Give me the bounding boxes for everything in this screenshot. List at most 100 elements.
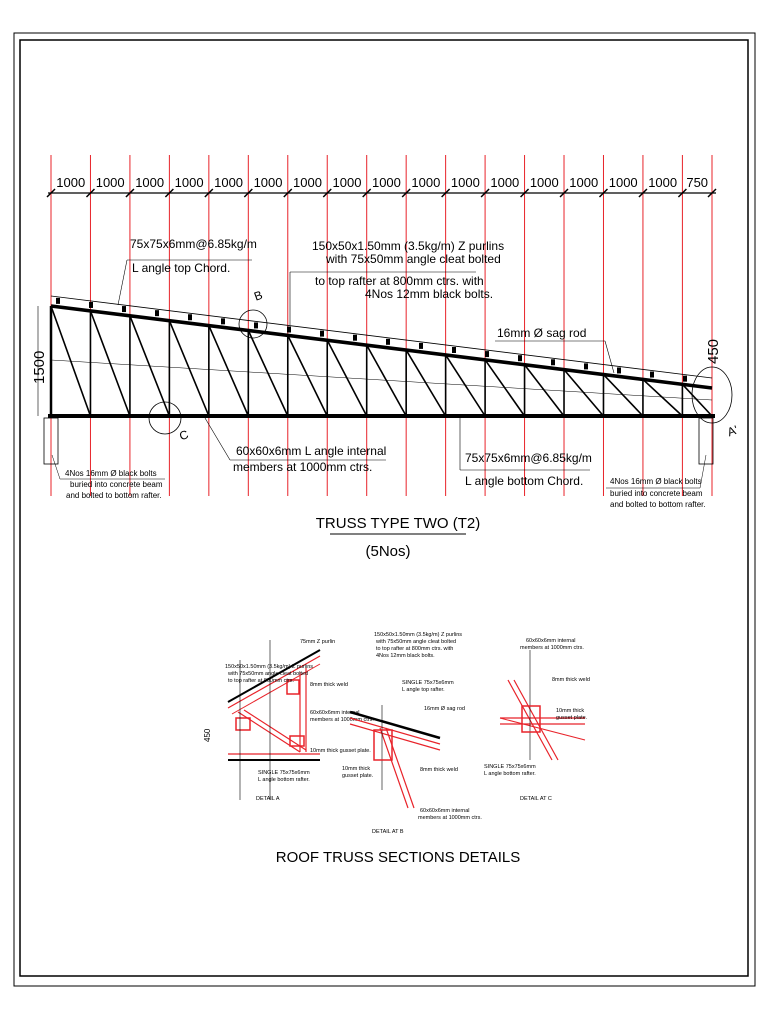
svg-text:10mm thick: 10mm thick (342, 766, 370, 772)
diagonal-member (208, 325, 250, 417)
purlin-line (50, 295, 713, 379)
purlin (518, 355, 522, 362)
dim-tick (441, 188, 451, 198)
diagonal-member (168, 320, 210, 417)
purlin (353, 334, 357, 341)
purlins (56, 297, 687, 382)
purlin (419, 342, 423, 349)
dim-tick (46, 188, 56, 198)
svg-text:L angle bottom rafter.: L angle bottom rafter. (258, 777, 310, 783)
svg-text:SINGLE 75x75x6mm: SINGLE 75x75x6mm (402, 680, 454, 686)
svg-text:L angle top rafter.: L angle top rafter. (402, 687, 445, 693)
dim-tick (559, 188, 569, 198)
sections-title: ROOF TRUSS SECTIONS DETAILS (276, 849, 520, 866)
dim-tick (707, 188, 717, 198)
purlin (89, 301, 93, 308)
svg-text:60x60x6mm internal: 60x60x6mm internal (310, 710, 360, 716)
purlin (617, 367, 621, 374)
svg-text:L angle bottom rafter.: L angle bottom rafter. (484, 771, 536, 777)
purlin (287, 326, 291, 333)
dim-tick (204, 188, 214, 198)
diagonal-member (602, 373, 644, 417)
dim-label: 1000 (609, 175, 638, 190)
dim-label: 1000 (648, 175, 677, 190)
purlins-note-1: 150x50x1.50mm (3.5kg/m) Z purlins (312, 239, 504, 253)
dim-label: 1000 (214, 175, 243, 190)
svg-text:SINGLE 75x75x6mm: SINGLE 75x75x6mm (258, 770, 310, 776)
diagonal-member (247, 330, 289, 417)
purlin (551, 359, 555, 366)
inner-frame (19, 39, 749, 977)
detail-c: 60x60x6mm internal members at 1000mm ctr… (484, 638, 590, 802)
bottom-chord-note-2: L angle bottom Chord. (465, 474, 583, 488)
bolts-right-3: and bolted to bottom rafter. (610, 500, 706, 509)
truss-title: TRUSS TYPE TWO (T2) (316, 515, 480, 532)
internal-note-1: 60x60x6mm L angle internal (236, 444, 386, 458)
detail-c-label: DETAIL AT C (520, 796, 552, 802)
detail-a-height: 450 (203, 728, 212, 742)
purlin (188, 314, 192, 321)
svg-text:gusset plate.: gusset plate. (556, 715, 588, 721)
dim-tick (85, 188, 95, 198)
dim-label: 1000 (96, 175, 125, 190)
dim-tick (677, 188, 687, 198)
svg-text:8mm thick weld: 8mm thick weld (420, 767, 458, 773)
svg-text:60x60x6mm internal: 60x60x6mm internal (420, 808, 470, 814)
svg-text:75mm Z purlin: 75mm Z purlin (300, 639, 335, 645)
purlin (683, 375, 687, 382)
purlin (221, 318, 225, 325)
purlin (650, 371, 654, 378)
right-height-label: 450 (705, 339, 722, 364)
purlin (155, 310, 159, 317)
dim-label: 1000 (451, 175, 480, 190)
bolts-left-2: buried into concrete beam (70, 480, 163, 489)
dim-label: 1000 (56, 175, 85, 190)
dim-label: 1000 (175, 175, 204, 190)
detail-a-circle (691, 366, 733, 424)
purlin (56, 297, 60, 304)
purlin (320, 330, 324, 337)
marker-b: B (252, 288, 264, 304)
dim-tick (362, 188, 372, 198)
detail-b-label: DETAIL AT B (372, 829, 404, 835)
dim-label: 1000 (530, 175, 559, 190)
diagonal-member (129, 315, 171, 417)
dim-tick (638, 188, 648, 198)
dim-tick (125, 188, 135, 198)
diagonal-member (287, 335, 328, 417)
marker-c: C (177, 427, 190, 443)
top-chord-note-1: 75x75x6mm@6.85kg/m (130, 237, 257, 251)
svg-text:to top rafter at 800mm ctrs.: to top rafter at 800mm ctrs. (228, 678, 294, 684)
svg-text:4Nos 12mm black bolts.: 4Nos 12mm black bolts. (376, 653, 435, 659)
purlins-note-3: to top rafter at 800mm ctrs. with (315, 274, 484, 288)
sag-rod-note: 16mm Ø sag rod (497, 326, 586, 340)
dim-tick (164, 188, 174, 198)
svg-text:8mm thick weld: 8mm thick weld (552, 677, 590, 683)
dim-label: 1000 (333, 175, 362, 190)
top-chord (50, 304, 713, 390)
detail-a: 450 75mm Z purlin 150x50x1.50mm (3.5kg/m… (203, 639, 374, 802)
truss-subtitle: (5Nos) (365, 543, 410, 560)
left-support (43, 417, 59, 465)
dim-label: 750 (686, 175, 708, 190)
detail-b: 150x50x1.50mm (3.5kg/m) Z purlins with 7… (342, 632, 482, 835)
svg-text:150x50x1.50mm (3.5kg/m) Z purl: 150x50x1.50mm (3.5kg/m) Z purlins (374, 632, 462, 638)
bolts-left-3: and bolted to bottom rafter. (66, 491, 162, 500)
svg-text:60x60x6mm internal: 60x60x6mm internal (526, 638, 576, 644)
diagonal-member (563, 369, 605, 417)
diagonal-member (405, 349, 447, 417)
marker-a: A' (725, 423, 739, 440)
svg-text:members at 1000mm ctrs.: members at 1000mm ctrs. (418, 815, 482, 821)
dim-tick (243, 188, 253, 198)
dim-tick (322, 188, 332, 198)
dim-tick (480, 188, 490, 198)
sag-rod-line (50, 359, 713, 401)
dim-label: 1000 (372, 175, 401, 190)
bottom-chord-note-1: 75x75x6mm@6.85kg/m (465, 451, 592, 465)
purlin (254, 322, 258, 329)
internal-members (50, 305, 713, 417)
detail-b-circle (238, 309, 268, 339)
svg-text:10mm thick: 10mm thick (556, 708, 584, 714)
dim-label: 1000 (135, 175, 164, 190)
height-label: 1500 (31, 351, 48, 384)
